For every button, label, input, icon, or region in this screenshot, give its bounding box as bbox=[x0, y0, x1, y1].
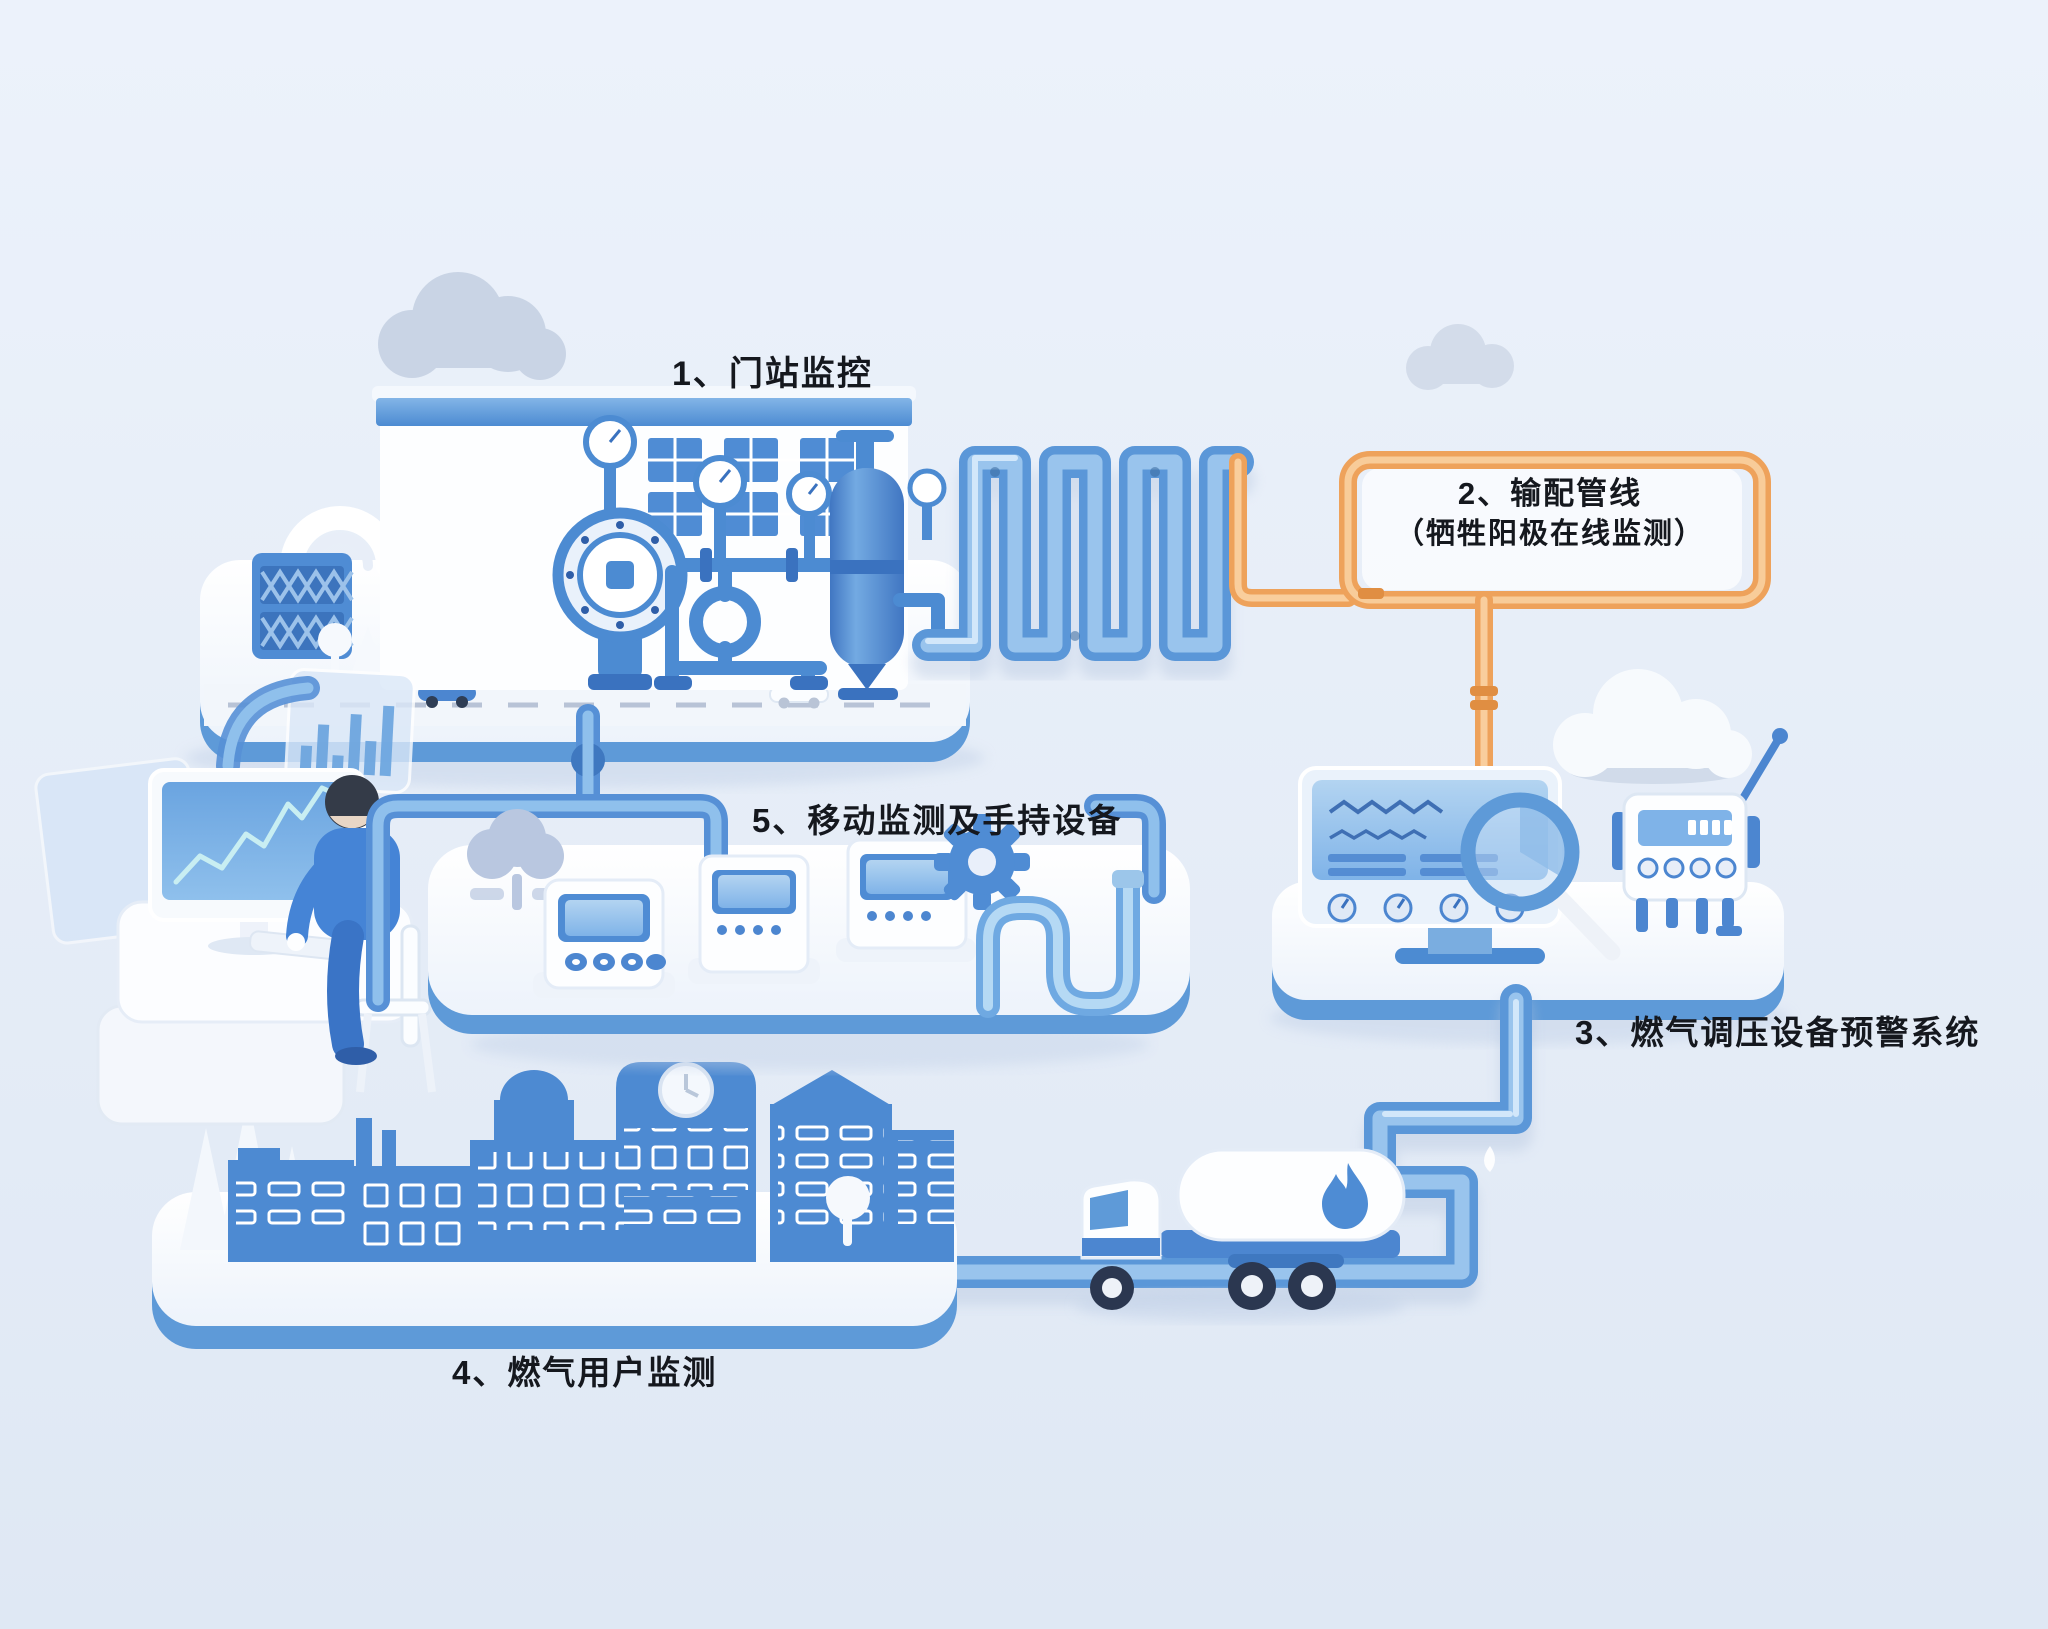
building-windows bbox=[648, 438, 854, 536]
regulator-warning-scene bbox=[1270, 669, 1790, 1044]
label-gate-station: 1、门站监控 bbox=[672, 346, 873, 395]
label-distribution-pipeline-subtext: （牺牲阳极在线监测） bbox=[1394, 518, 1705, 550]
label-gate-station-text: 1、门站监控 bbox=[672, 355, 873, 393]
handheld-device bbox=[688, 854, 820, 984]
tree bbox=[318, 623, 384, 672]
glass-s-pipe bbox=[976, 870, 1144, 1018]
label-mobile-devices: 5、移动监测及手持设备 bbox=[752, 794, 1122, 842]
mobile-devices-scene bbox=[366, 704, 1190, 1070]
label-gas-user-monitoring: 4、燃气用户监测 bbox=[452, 1346, 717, 1394]
clock-icon bbox=[658, 1062, 714, 1118]
handheld-device bbox=[533, 878, 675, 998]
cloud-icon bbox=[1406, 324, 1514, 390]
gear-icon bbox=[934, 814, 1030, 910]
operator-desk-scene bbox=[34, 676, 436, 1126]
pressure-gauge bbox=[786, 471, 832, 565]
label-mobile-devices-text: 5、移动监测及手持设备 bbox=[752, 802, 1123, 839]
tree bbox=[826, 1176, 870, 1246]
cloud-icon bbox=[1553, 669, 1752, 784]
monitoring-robot bbox=[1612, 728, 1788, 936]
flange-wheel bbox=[552, 415, 688, 690]
tree bbox=[467, 809, 566, 910]
separator-tank bbox=[830, 430, 947, 700]
station-equipment bbox=[552, 415, 947, 700]
magnifier-icon bbox=[1460, 792, 1621, 961]
station5-pipes bbox=[366, 704, 1166, 1012]
chart-board bbox=[284, 668, 416, 794]
city-scene bbox=[152, 1062, 957, 1349]
city-skyline bbox=[228, 1062, 954, 1262]
label-regulator-warning-text: 3、燃气调压设备预警系统 bbox=[1575, 1014, 1981, 1051]
truck-wheels bbox=[1090, 1262, 1336, 1310]
gas-tanker-truck bbox=[1075, 1148, 1406, 1322]
label-distribution-pipeline-text: 2、输配管线 bbox=[1457, 476, 1643, 511]
label-gas-user-monitoring-text: 4、燃气用户监测 bbox=[452, 1354, 718, 1391]
label-regulator-warning: 3、燃气调压设备预警系统 bbox=[1575, 1006, 1980, 1054]
pressure-gauge bbox=[693, 455, 747, 565]
label-distribution-pipeline: 2、输配管线 （牺牲阳极在线监测） bbox=[1340, 474, 1760, 554]
flame-icon bbox=[1322, 1163, 1368, 1229]
gate-station-scene bbox=[185, 386, 985, 794]
desk-monitor bbox=[148, 768, 366, 955]
serpentine-pipeline bbox=[911, 446, 1255, 679]
cloud-icon bbox=[378, 272, 566, 380]
